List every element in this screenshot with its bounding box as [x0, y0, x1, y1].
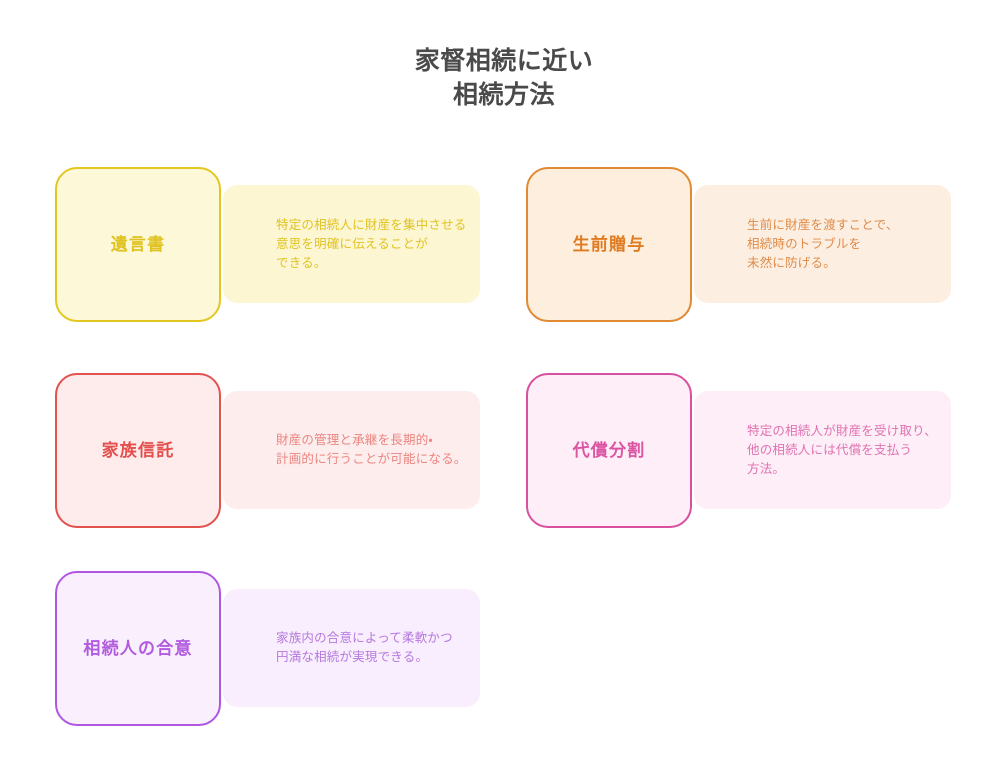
- card-label-box[interactable]: 遺言書: [55, 167, 221, 322]
- card-description-panel: 特定の相続人が財産を受け取り、 他の相続人には代償を支払う 方法。: [694, 391, 951, 509]
- card-description-panel: 家族内の合意によって柔軟かつ 円満な相続が実現できる。: [223, 589, 480, 707]
- method-card: 特定の相続人に財産を集中させる 意思を明確に伝えることが できる。 遺言書: [55, 167, 480, 322]
- card-description-text: 特定の相続人に財産を集中させる 意思を明確に伝えることが できる。: [276, 217, 467, 270]
- card-description-text: 生前に財産を渡すことで、 相続時のトラブルを 未然に防げる。: [747, 217, 899, 270]
- method-card: 財産の管理と承継を長期的・ 計画的に行うことが可能になる。 家族信託: [55, 373, 480, 528]
- card-description-panel: 財産の管理と承継を長期的・ 計画的に行うことが可能になる。: [223, 391, 480, 509]
- card-description-text: 特定の相続人が財産を受け取り、 他の相続人には代償を支払う 方法。: [747, 423, 938, 476]
- card-label-box[interactable]: 生前贈与: [526, 167, 692, 322]
- card-description-text: 家族内の合意によって柔軟かつ 円満な相続が実現できる。: [276, 631, 453, 664]
- card-label-box[interactable]: 代償分割: [526, 373, 692, 528]
- page-title: 家督相続に近い 相続方法: [414, 47, 594, 109]
- card-label-text: 遺言書: [110, 234, 166, 254]
- card-label-box[interactable]: 家族信託: [55, 373, 221, 528]
- method-card: 特定の相続人が財産を受け取り、 他の相続人には代償を支払う 方法。 代償分割: [526, 373, 951, 528]
- card-label-text: 相続人の合意: [83, 638, 193, 658]
- method-card: 生前に財産を渡すことで、 相続時のトラブルを 未然に防げる。 生前贈与: [526, 167, 951, 322]
- card-label-text: 代償分割: [572, 440, 646, 460]
- card-label-text: 生前贈与: [572, 234, 646, 254]
- card-label-box[interactable]: 相続人の合意: [55, 571, 221, 726]
- card-description-panel: 特定の相続人に財産を集中させる 意思を明確に伝えることが できる。: [223, 185, 480, 303]
- method-card: 家族内の合意によって柔軟かつ 円満な相続が実現できる。 相続人の合意: [55, 571, 480, 726]
- card-description-text: 財産の管理と承継を長期的・ 計画的に行うことが可能になる。: [276, 433, 467, 466]
- card-description-panel: 生前に財産を渡すことで、 相続時のトラブルを 未然に防げる。: [694, 185, 951, 303]
- card-label-text: 家族信託: [101, 440, 175, 460]
